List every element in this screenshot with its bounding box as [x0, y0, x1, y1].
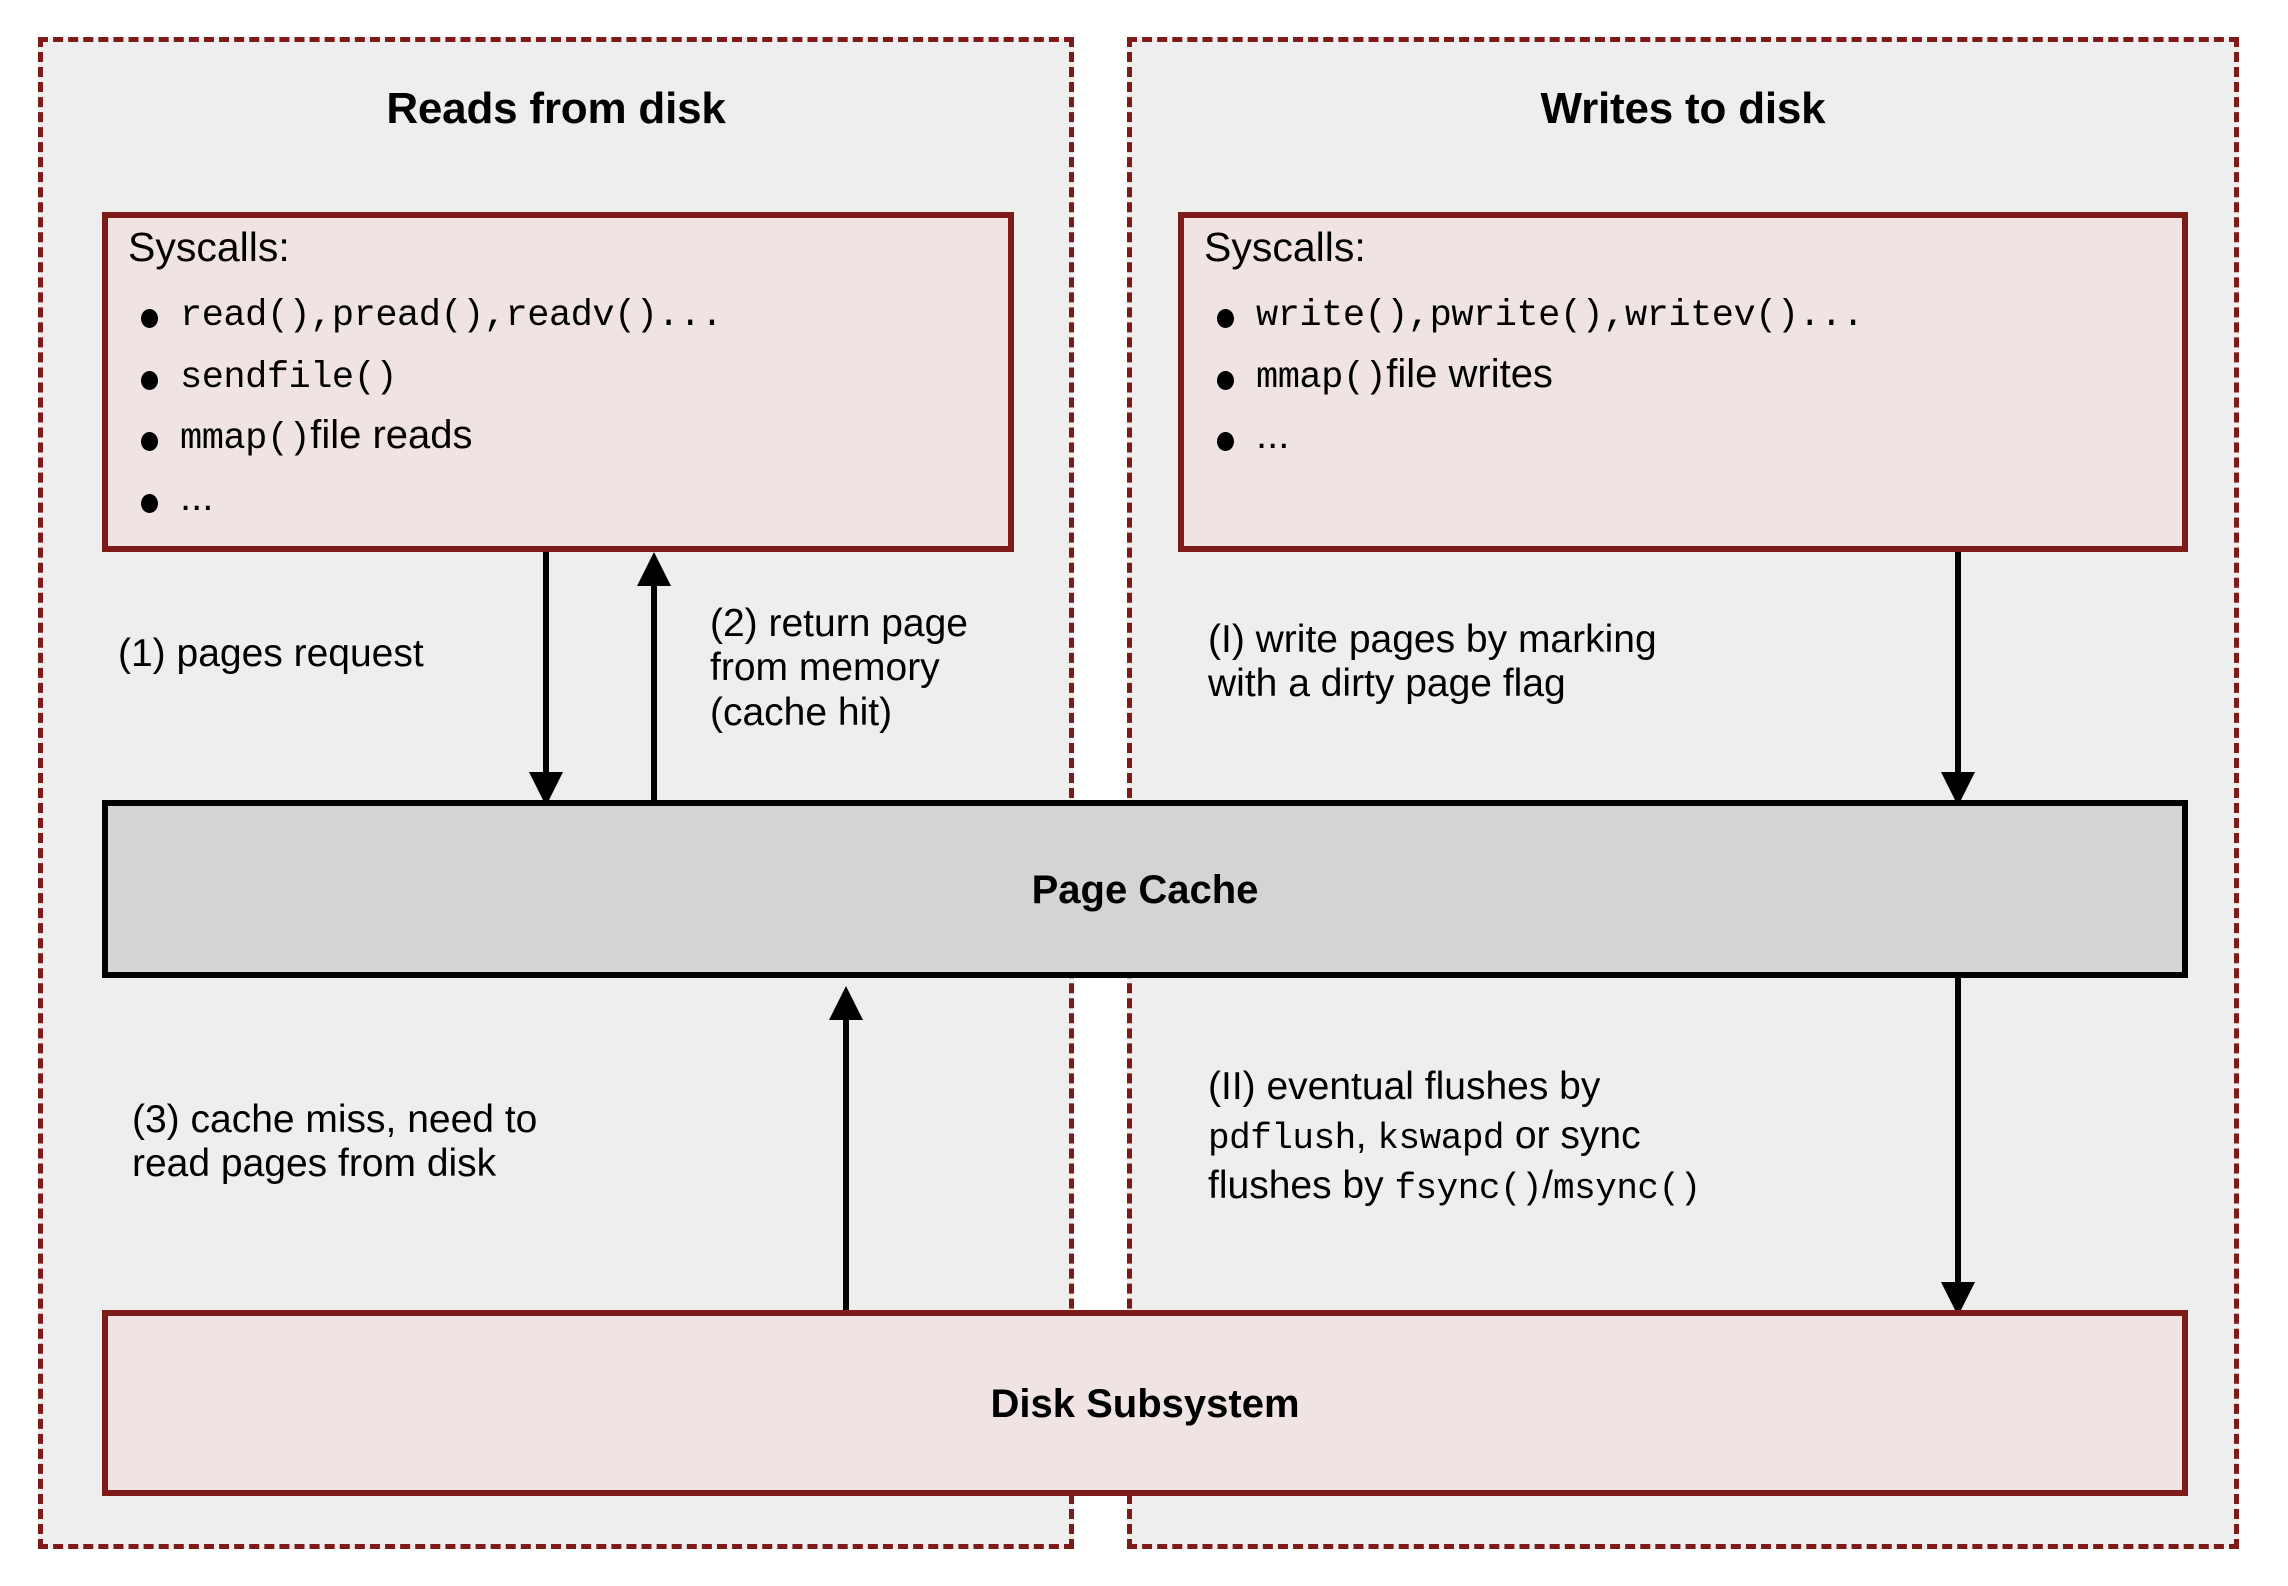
panel-reads-title: Reads from disk: [386, 84, 726, 133]
panel-writes-title: Writes to disk: [1540, 84, 1826, 133]
writes-syscalls-heading: Syscalls:: [1204, 224, 1366, 270]
arrow-cache-miss-head-icon: [829, 986, 863, 1020]
page-cache-box: Page Cache: [102, 800, 2188, 978]
disk-subsystem-box: Disk Subsystem: [102, 1310, 2188, 1496]
flush-code-fsync: fsync(): [1394, 1168, 1543, 1210]
writes-syscalls-list: write(),pwrite(),writev()... mmap()file …: [1204, 292, 1864, 474]
reads-syscalls-heading: Syscalls:: [128, 224, 290, 270]
syscall-text: ...: [180, 475, 214, 520]
syscall-code: sendfile(): [180, 356, 398, 399]
list-item: mmap()file reads: [128, 415, 723, 459]
writes-syscalls-box: [1178, 212, 2188, 552]
list-item: ...: [1204, 415, 1864, 456]
reads-syscalls-list: read(),pread(),readv()... sendfile() mma…: [128, 292, 723, 536]
annotation-cache-miss: (3) cache miss, need to read pages from …: [132, 1098, 538, 1186]
list-item: ...: [128, 477, 723, 518]
syscall-code: write(),pwrite(),writev()...: [1256, 295, 1864, 337]
annotation-return-page: (2) return page from memory (cache hit): [710, 602, 968, 734]
arrow-write-pages-line: [1955, 552, 1961, 800]
syscall-code: mmap(): [180, 418, 311, 461]
flush-text-5: /: [1542, 1164, 1554, 1208]
reads-syscalls-box: [102, 212, 1014, 552]
list-item: write(),pwrite(),writev()...: [1204, 292, 1864, 336]
disk-subsystem-label: Disk Subsystem: [990, 1382, 1300, 1426]
arrow-pages-request-line: [543, 552, 549, 800]
flush-text-1: (II) eventual flushes by: [1208, 1065, 1601, 1108]
syscall-text: file reads: [310, 413, 473, 458]
syscall-code: read(),pread(),readv()...: [180, 295, 723, 337]
list-item: mmap()file writes: [1204, 351, 1864, 399]
flush-code-pdflush: pdflush: [1208, 1118, 1356, 1160]
arrow-cache-miss-line: [843, 1020, 849, 1320]
arrow-return-page-head-icon: [637, 552, 671, 586]
flush-text-2: ,: [1355, 1114, 1378, 1158]
flush-code-msync: msync(): [1553, 1168, 1701, 1210]
flush-text-4: flushes by: [1208, 1164, 1395, 1208]
syscall-text: file writes: [1386, 351, 1553, 396]
annotation-pages-request: (1) pages request: [118, 632, 424, 675]
flush-code-kswapd: kswapd: [1377, 1118, 1505, 1160]
page-cache-label: Page Cache: [1031, 868, 1259, 912]
flush-text-3: or sync: [1504, 1114, 1641, 1158]
syscall-code: mmap(): [1256, 356, 1387, 399]
arrow-return-page-line: [651, 586, 657, 808]
list-item: sendfile(): [128, 354, 723, 398]
annotation-write-pages: (I) write pages by marking with a dirty …: [1208, 618, 1657, 706]
list-item: read(),pread(),readv()...: [128, 292, 723, 336]
arrow-flush-line: [1955, 978, 1961, 1310]
syscall-text: ...: [1256, 413, 1290, 458]
